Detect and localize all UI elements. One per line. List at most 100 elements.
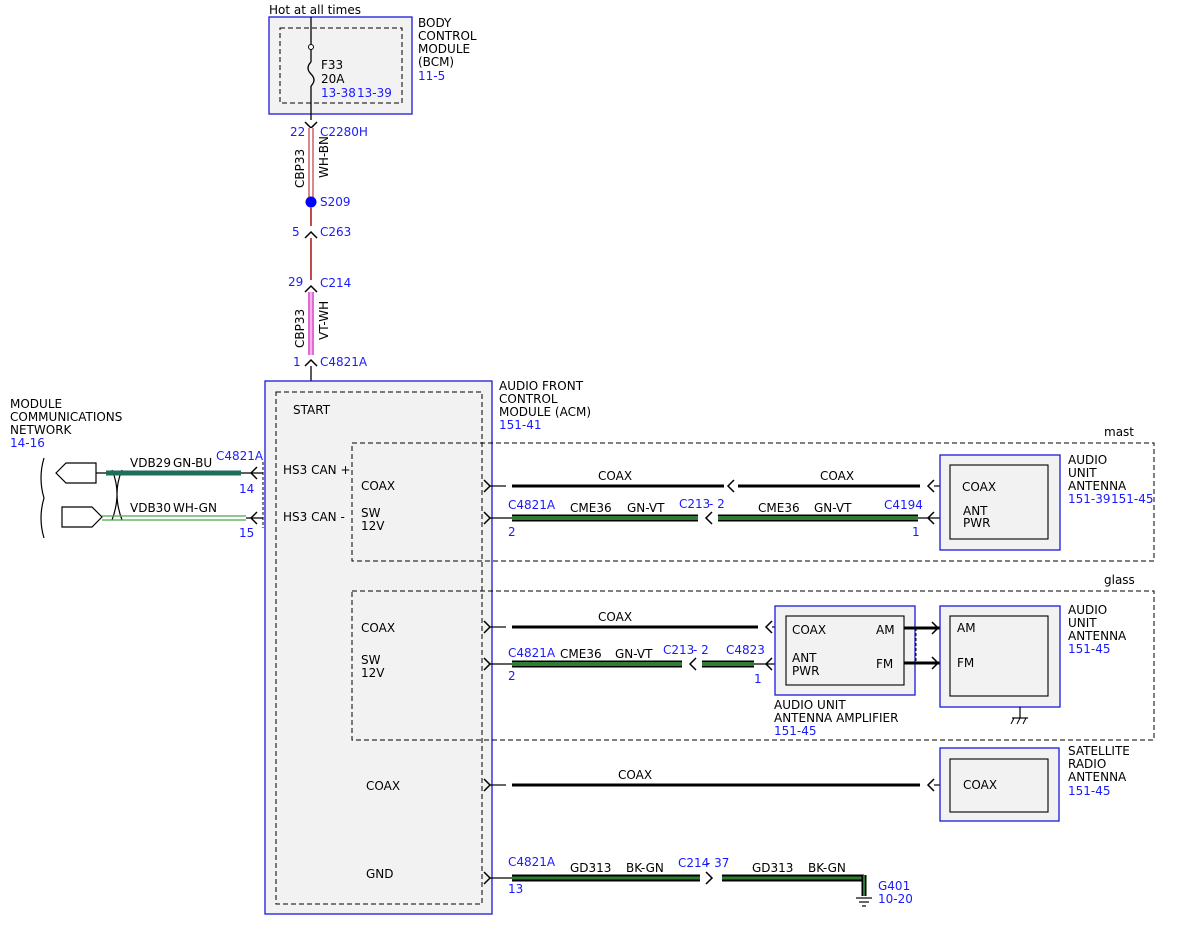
glass-fm-arrow-icon	[931, 656, 940, 670]
c214-pin: 29	[288, 275, 303, 289]
gnd-c214[interactable]: C214	[678, 856, 709, 870]
sat-coax-label: COAX	[618, 768, 652, 782]
wire-wh-gn[interactable]	[102, 515, 246, 521]
acm-glass-coax: COAX	[361, 621, 395, 635]
g401-label[interactable]: G401	[878, 879, 910, 893]
wire2-color: VT-WH	[317, 301, 331, 340]
network-wire1-color: GN-BU	[173, 456, 212, 470]
mast-label: mast	[1104, 425, 1134, 439]
glass-c4823-pin: 1	[754, 672, 762, 686]
glass-color: GN-VT	[615, 647, 653, 661]
network-connector[interactable]: C4821A	[216, 449, 264, 463]
c2280h-pin: 22	[290, 125, 305, 139]
c2280h-connector-icon	[304, 121, 318, 130]
acm-hs3-minus: HS3 CAN -	[283, 510, 345, 524]
acm-module[interactable]	[264, 380, 493, 915]
splice-s209[interactable]	[305, 196, 317, 208]
acm-mast-12v: 12V	[361, 519, 385, 533]
bcm-name-4: (BCM)	[418, 55, 454, 69]
amp-ant: ANT	[792, 651, 817, 665]
amp-pwr: PWR	[792, 664, 819, 678]
bcm-ref[interactable]: 11-5	[418, 69, 445, 83]
acm-gnd: GND	[366, 867, 394, 881]
mast-antenna-coax: COAX	[962, 480, 996, 494]
gnd-c214-arrow-icon	[705, 871, 714, 885]
glass-region	[351, 590, 1155, 741]
wire1-circuit: CBP33	[293, 149, 307, 188]
mast-antenna-module[interactable]	[939, 454, 1061, 551]
c214-name[interactable]: C214	[320, 276, 351, 290]
mast-antenna-pwr: PWR	[963, 516, 990, 530]
c263-connector-icon	[304, 230, 318, 239]
chassis-ground-icon	[1010, 707, 1028, 725]
supply-label: Hot at all times	[269, 3, 361, 17]
bcm-name-2: CONTROL	[418, 29, 477, 43]
amp-am: AM	[876, 623, 895, 637]
satellite-antenna-module[interactable]	[939, 747, 1060, 822]
glass-c213-arrow-icon	[688, 657, 697, 671]
glass-c4823[interactable]: C4823	[726, 643, 765, 657]
acm-name-3: MODULE (ACM)	[499, 405, 591, 419]
network-brace	[40, 457, 45, 539]
mast-c4194[interactable]: C4194	[884, 498, 923, 512]
hs3-minus-arrow-icon	[249, 511, 258, 525]
glass-antenna-ref[interactable]: 151-45	[1068, 642, 1111, 656]
mast-coax-label-2: COAX	[820, 469, 854, 483]
network-pin-minus: 15	[239, 526, 254, 540]
c263-pin: 5	[292, 225, 300, 239]
c214-connector-icon	[304, 284, 318, 293]
network-wire2-circuit: VDB30	[130, 501, 171, 515]
mast-antenna-ant: ANT	[963, 504, 988, 518]
acm-ref[interactable]: 151-41	[499, 418, 542, 432]
mast-region	[351, 442, 1155, 562]
glass-c213-pin: - 2	[693, 643, 709, 657]
bcm-ref-b[interactable]: 13-39	[357, 86, 392, 100]
mast-antenna-ref-b[interactable]: 151-45	[1111, 492, 1154, 506]
sat-antenna-name-1: SATELLITE	[1068, 744, 1130, 758]
acm-glass-sw: SW	[361, 653, 381, 667]
c4821a-top-name[interactable]: C4821A	[320, 355, 368, 369]
mast-c213-arrow-icon	[704, 511, 713, 525]
gnd-color: BK-GN	[626, 861, 664, 875]
acm-mast-sw: SW	[361, 506, 381, 520]
glass-c213[interactable]: C213	[663, 643, 694, 657]
c2280h-name[interactable]: C2280H	[320, 125, 368, 139]
mast-coax-label-1: COAX	[598, 469, 632, 483]
splice-label[interactable]: S209	[320, 195, 351, 209]
glass-antenna-name-2: UNIT	[1068, 616, 1097, 630]
c4821a-top-pin: 1	[293, 355, 301, 369]
amp-fm: FM	[876, 657, 893, 671]
network-name-1: MODULE	[10, 397, 62, 411]
bcm-ref-a[interactable]: 13-38	[321, 86, 356, 100]
mast-c213[interactable]: C213	[679, 497, 710, 511]
g401-ref[interactable]: 10-20	[878, 892, 913, 906]
glass-circuit: CME36	[560, 647, 602, 661]
glass-connector-a[interactable]: C4821A	[508, 646, 556, 660]
amp-coax: COAX	[792, 623, 826, 637]
network-ref[interactable]: 14-16	[10, 436, 45, 450]
mast-antenna-ref-a[interactable]: 151-39	[1068, 492, 1111, 506]
mast-connector-a[interactable]: C4821A	[508, 498, 556, 512]
bcm-name-3: MODULE	[418, 42, 470, 56]
fuse-icon	[307, 61, 315, 87]
amp-name-1: AUDIO UNIT	[774, 698, 846, 712]
amp-ref[interactable]: 151-45	[774, 724, 817, 738]
bcm-module[interactable]	[268, 16, 413, 115]
gnd-wire-2[interactable]	[722, 874, 867, 896]
gnd-pin-a: 13	[508, 882, 523, 896]
wire-wh-bn[interactable]	[308, 128, 314, 197]
acm-mast-coax: COAX	[361, 479, 395, 493]
c263-name[interactable]: C263	[320, 225, 351, 239]
mast-coax-antenna-arrow-icon	[926, 479, 935, 493]
mast-color: GN-VT	[627, 501, 665, 515]
glass-antenna-module[interactable]	[939, 605, 1061, 708]
network-plus-connector-icon	[55, 462, 97, 484]
mast-circuit-2: CME36	[758, 501, 800, 515]
sat-antenna-ref[interactable]: 151-45	[1068, 784, 1111, 798]
glass-amplifier-module[interactable]	[774, 605, 916, 696]
bcm-name-1: BODY	[418, 16, 452, 30]
network-name-3: NETWORK	[10, 423, 73, 437]
gnd-connector-a[interactable]: C4821A	[508, 855, 556, 869]
fuse-rating: 20A	[321, 72, 345, 86]
mast-c213-pin: - 2	[709, 497, 725, 511]
